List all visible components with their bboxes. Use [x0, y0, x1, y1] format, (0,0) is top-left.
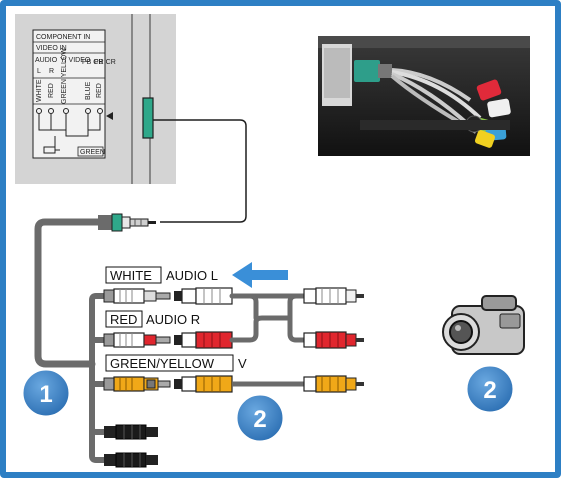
badge-2-right: 2 — [466, 365, 514, 413]
panel-title-2: VIDEO IN — [36, 45, 67, 52]
tv-back-panel: COMPONENT IN VIDEO IN AUDIO L R Y/ VIDEO… — [15, 14, 176, 184]
breakout-cables — [89, 293, 107, 463]
right-white-plug — [303, 287, 364, 305]
panel-jack-green: GREEN YELLOW — [61, 48, 68, 104]
black-plug-2 — [104, 452, 158, 468]
audio-merge-cable — [229, 293, 307, 343]
green-label-boxed: GREEN/YELLOW — [110, 356, 215, 371]
right-red-plug — [303, 331, 364, 349]
panel-video-label: Y/ VIDEO — [60, 57, 91, 64]
panel-green-jack — [142, 97, 154, 139]
panel-pb-label: PB CB — [82, 59, 103, 66]
panel-audio-l: L — [37, 68, 41, 75]
white-label-rest: AUDIO L — [166, 268, 218, 283]
panel-audio-r: R — [49, 68, 54, 75]
green-label-rest: V — [238, 356, 247, 371]
panel-pr-label: PR CR — [94, 59, 116, 66]
white-cable-row — [103, 287, 303, 305]
camcorder-icon — [442, 295, 525, 355]
green-plug — [98, 213, 156, 232]
badge-1-label: 1 — [39, 381, 52, 408]
badge-2-middle: 2 — [236, 394, 284, 442]
cable-labels: WHITE AUDIO L RED AUDIO R GREEN/YELLOW V — [105, 266, 247, 372]
panel-jack-blue: BLUE — [85, 81, 92, 100]
panel-jack-red: RED — [48, 83, 55, 98]
panel-jack-white: WHITE — [36, 79, 43, 102]
main-cable — [34, 119, 247, 368]
black-plug-1 — [104, 424, 158, 440]
panel-cable-label: GREEN — [80, 149, 105, 156]
panel-jack-red2: RED — [96, 83, 103, 98]
left-arrow-icon — [232, 262, 288, 288]
panel-pointer-icon — [106, 112, 113, 120]
badge-2-right-label: 2 — [483, 377, 496, 404]
tv-jack-photo — [318, 36, 530, 156]
panel-title-1: COMPONENT IN — [36, 34, 90, 41]
panel-audio-label: AUDIO — [35, 57, 58, 64]
jack-label-block — [32, 29, 106, 159]
yellow-cable-row — [103, 375, 364, 393]
white-label-boxed: WHITE — [110, 268, 152, 283]
red-label-boxed: RED — [110, 312, 137, 327]
badge-1: 1 — [22, 369, 70, 417]
panel-jack-symbols — [36, 108, 103, 154]
badge-2-middle-label: 2 — [253, 406, 266, 433]
red-label-rest: AUDIO R — [146, 312, 200, 327]
red-cable-row — [103, 331, 233, 349]
